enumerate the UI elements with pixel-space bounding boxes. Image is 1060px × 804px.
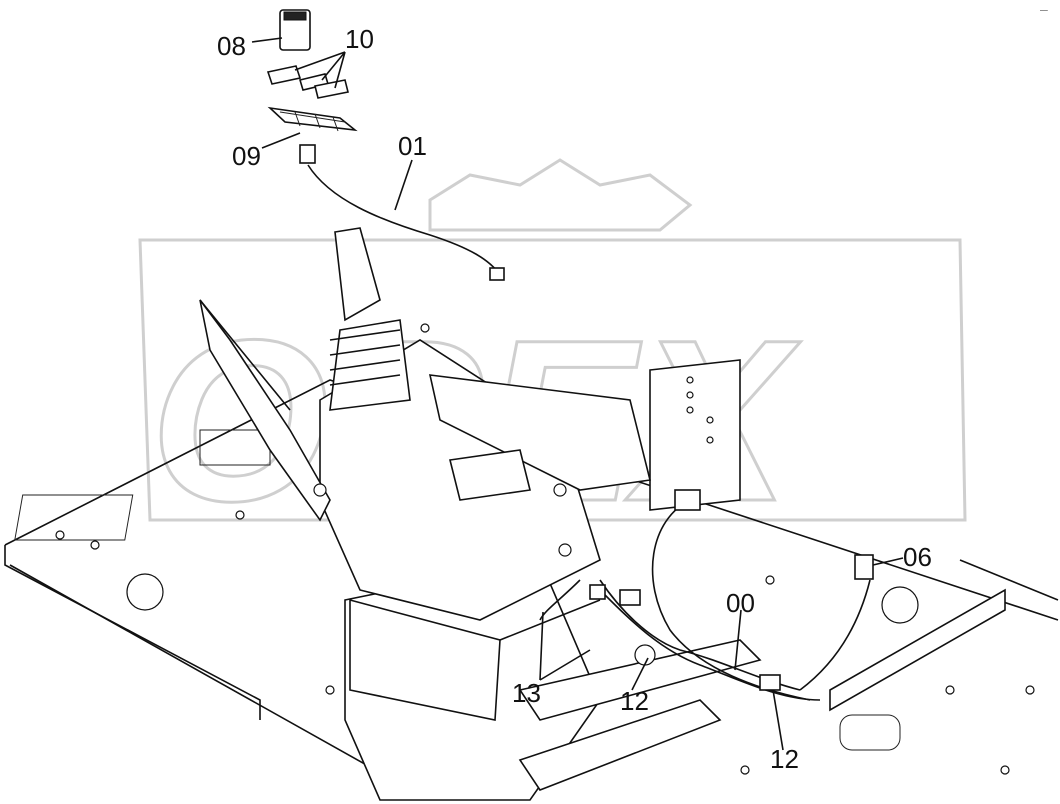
callout-12-upper: 12 bbox=[620, 686, 649, 716]
seat-bracket bbox=[344, 359, 1006, 801]
callout-12-lower: 12 bbox=[770, 744, 799, 774]
callout-labels: 08 10 09 01 06 00 13 12 12 bbox=[217, 24, 932, 774]
corner-mark: – bbox=[1040, 1, 1048, 17]
wire-harness bbox=[539, 489, 874, 701]
switch-assembly bbox=[266, 9, 505, 281]
callout-06: 06 bbox=[903, 542, 932, 572]
control-console bbox=[199, 227, 651, 621]
leader-lines bbox=[251, 37, 904, 751]
callout-10: 10 bbox=[345, 24, 374, 54]
callout-01: 01 bbox=[398, 131, 427, 161]
callout-13: 13 bbox=[512, 678, 541, 708]
callout-00: 00 bbox=[726, 588, 755, 618]
floor-plate bbox=[4, 299, 1059, 796]
callout-09: 09 bbox=[232, 141, 261, 171]
callout-08: 08 bbox=[217, 31, 246, 61]
